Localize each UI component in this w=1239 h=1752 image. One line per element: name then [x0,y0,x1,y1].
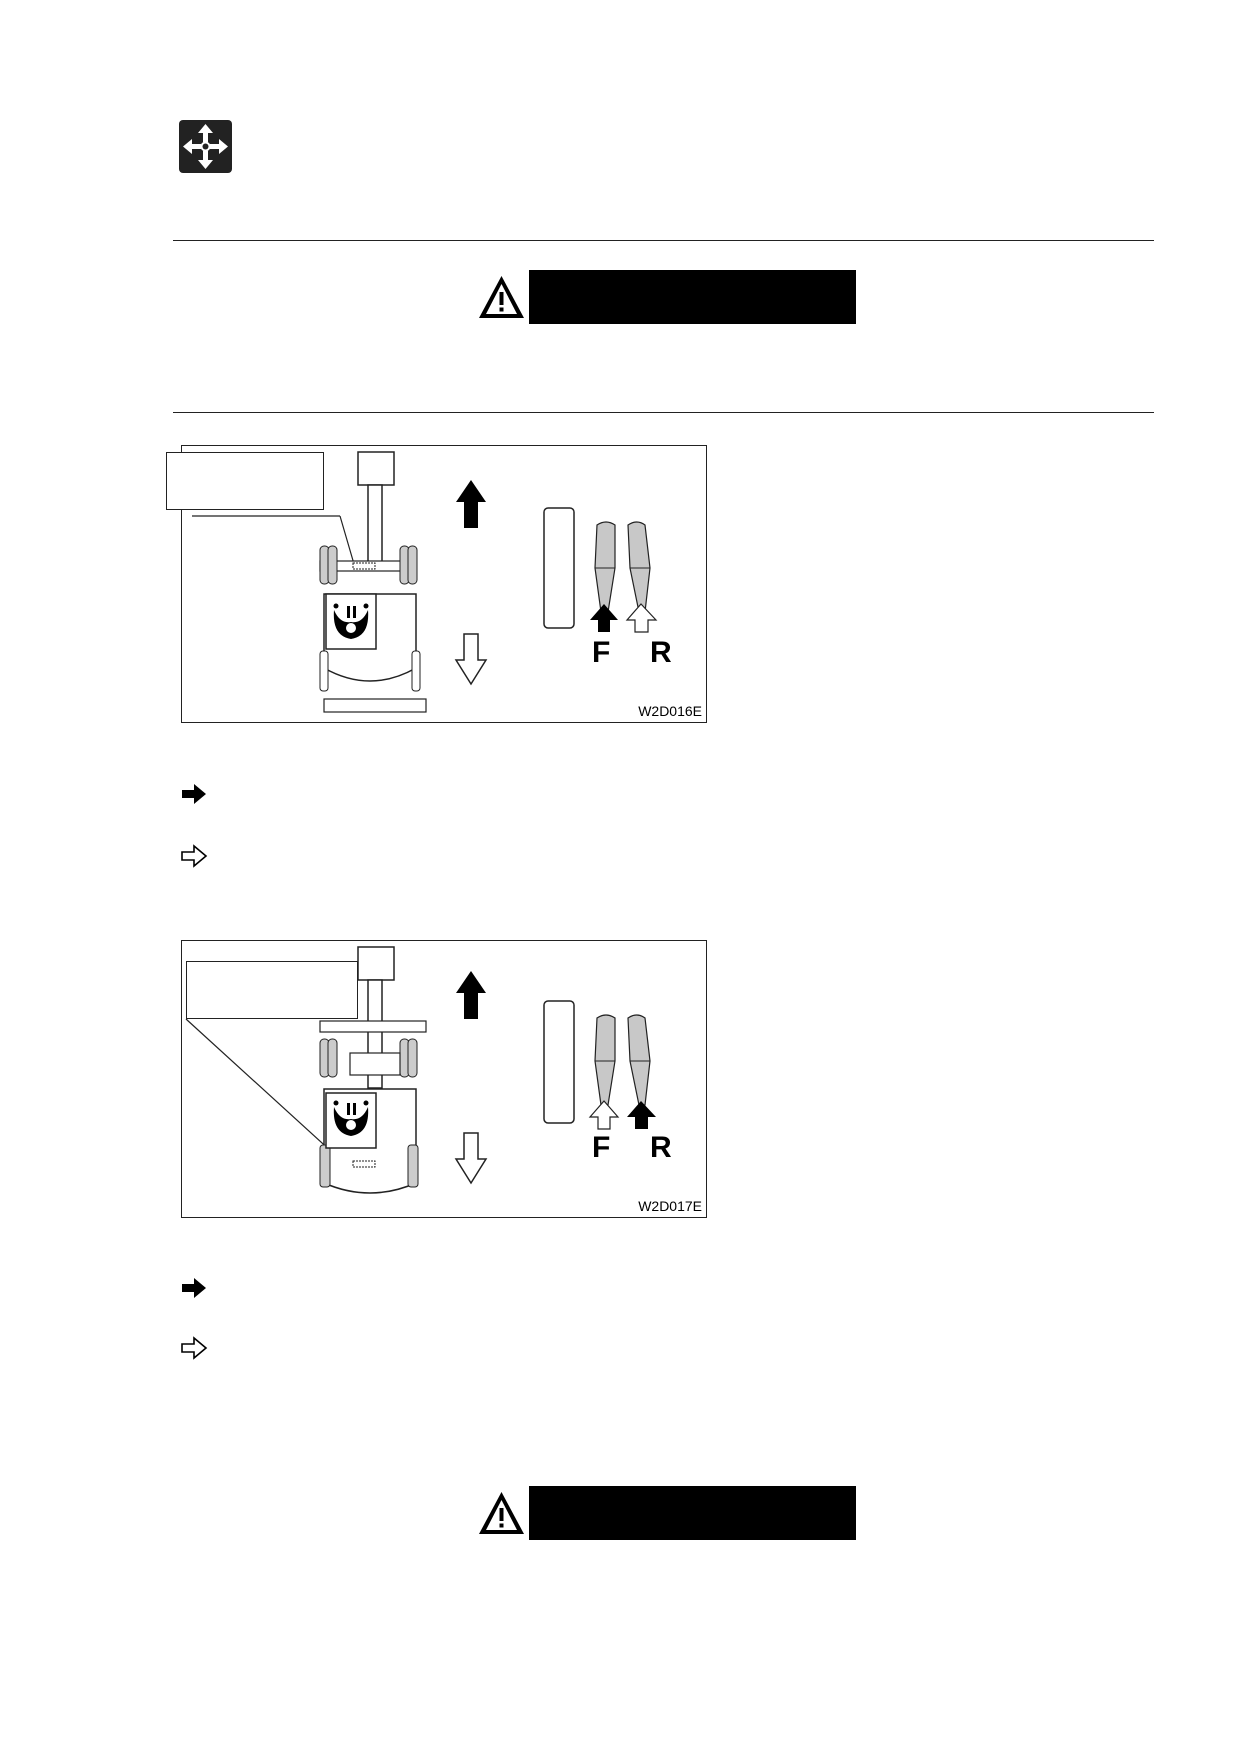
warning-banner-bottom [474,1486,856,1540]
pedal-label-r: R [650,636,672,669]
warning-label-bar [529,270,856,324]
figure-code: W2D017E [638,1198,702,1214]
outline-arrow-down-icon [454,1132,488,1185]
solid-arrow-right-icon [180,782,210,806]
figure-forward-orientation: F R W2D016E [166,445,707,723]
travel-direction-icon [179,120,232,173]
outline-arrow-right-icon [180,1336,210,1360]
solid-arrow-up-icon [456,480,486,528]
divider-top [173,240,1154,241]
solid-arrow-pedal-icon [590,604,618,632]
warning-label-bar [529,1486,856,1540]
solid-arrow-pedal-icon [627,1101,656,1129]
callout-box [186,961,358,1019]
excavator-diagram-reversed [185,946,656,1194]
figure-reverse-orientation: F R W2D017E [181,940,707,1218]
outline-arrow-down-icon [454,633,488,686]
pedal-label-f: F [592,1131,611,1164]
pedal-label-r: R [650,1131,672,1164]
excavator-diagram [192,451,658,713]
warning-triangle-icon [474,270,529,324]
solid-arrow-up-icon [456,971,486,1019]
outline-arrow-pedal-icon [625,603,658,633]
outline-arrow-right-icon [180,844,210,868]
outline-arrow-pedal-icon [588,1100,620,1130]
warning-triangle-icon [474,1486,529,1540]
solid-arrow-right-icon [180,1276,210,1300]
pedal-label-f: F [592,636,611,669]
figure-code: W2D016E [638,703,702,719]
callout-box [166,452,324,510]
divider-middle [173,412,1154,413]
warning-banner-top [474,270,856,324]
